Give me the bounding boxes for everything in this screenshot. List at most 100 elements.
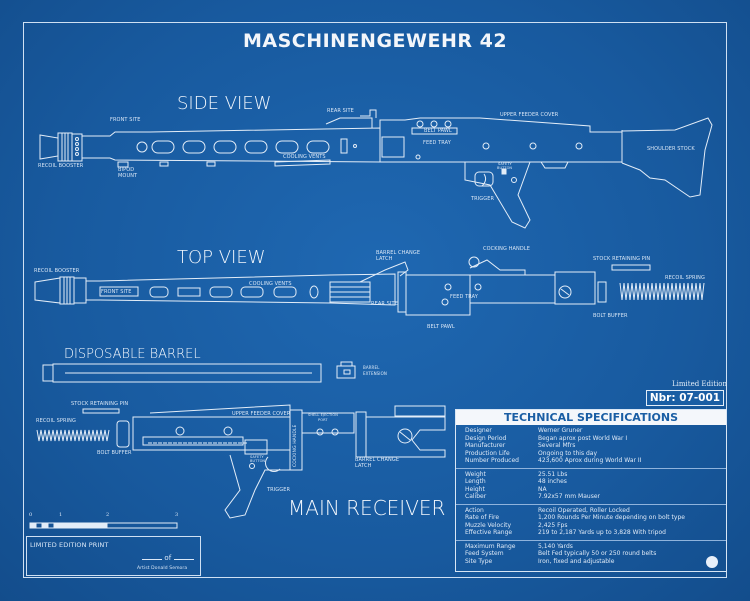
label-upper-feeder-cover-receiver: UPPER FEEDER COVER xyxy=(232,411,291,417)
spec-key: Feed System xyxy=(465,550,504,557)
label-rear-site-top: REAR SITE xyxy=(371,301,398,307)
spec-key: Manufacturer xyxy=(465,442,506,449)
label-safety-button: SAFETY xyxy=(498,162,512,166)
label-front-site-top: FRONT SITE xyxy=(101,289,132,295)
scale-tick: 1 xyxy=(59,512,63,518)
scale-tick: 2 xyxy=(106,512,110,518)
label-recoil-spring-receiver: RECOIL SPRING xyxy=(36,418,76,424)
label-bipod-mount-2: MOUNT xyxy=(118,173,138,179)
spec-key: Height xyxy=(465,485,485,493)
spec-row: Manufacturer Several Mfrs xyxy=(456,442,726,450)
spec-row: Feed System Belt Fed typically 50 or 250 … xyxy=(456,550,726,558)
label-trigger-receiver: TRIGGER xyxy=(267,487,291,493)
label-belt-pawl-top: BELT PAWL xyxy=(427,324,455,330)
spec-key: Maximum Range xyxy=(465,542,516,550)
spec-value: 1,200 Rounds Per Minute depending on bol… xyxy=(538,514,685,521)
label-cooling-vents: COOLING VENTS xyxy=(283,154,326,160)
publisher-logo-icon xyxy=(706,556,718,568)
page-title: MASCHINENGEWEHR 42 xyxy=(242,30,508,52)
top-view-heading: TOP VIEW xyxy=(177,247,266,268)
label-stock-retaining-pin-receiver: STOCK RETAINING PIN xyxy=(71,401,129,407)
artist-name: Artist Donald Semora xyxy=(137,566,188,571)
spec-row: Designer Werner Gruner xyxy=(456,427,726,435)
spec-value: 5,140 Yards xyxy=(538,542,573,550)
label-barrel-extension: BARREL xyxy=(363,365,380,370)
spec-key: Muzzle Velocity xyxy=(465,521,512,529)
spec-value: 48 inches xyxy=(538,478,567,485)
spec-value: Ongoing to this day xyxy=(538,449,598,457)
scale-tick: 3 xyxy=(175,512,179,518)
spec-key: Action xyxy=(465,506,484,514)
label-shoulder-stock: SHOULDER STOCK xyxy=(647,146,695,152)
spec-value: 2,425 Fps xyxy=(538,521,568,529)
label-feed-tray-top: FEED TRAY xyxy=(450,294,478,300)
spec-key: Production Life xyxy=(465,449,510,457)
of-text: of xyxy=(164,554,172,562)
spec-value: NA xyxy=(538,485,547,493)
spec-row: Production Life Ongoing to this day xyxy=(456,450,726,458)
edition-number: Nbr: 07-001 xyxy=(646,390,724,406)
side-view-drawing xyxy=(39,109,713,229)
label-barrel-change-latch-2: LATCH xyxy=(376,256,393,262)
label-cocking-handle: COCKING HANDLE xyxy=(483,246,530,252)
label-bolt-buffer: BOLT BUFFER xyxy=(593,313,628,319)
limited-edition-label: Limited Edition xyxy=(672,380,728,388)
label-barrel-change-latch-receiver: BARREL CHANGE xyxy=(355,457,400,463)
label-shell-ejection-port-2: PORT xyxy=(318,418,328,422)
label-safety-button-receiver: SAFETY xyxy=(250,455,264,459)
spec-key: Weight xyxy=(465,470,486,478)
disposable-barrel-drawing xyxy=(42,361,356,383)
spec-value: 7.92x57 mm Mauser xyxy=(538,493,600,500)
spec-key: Site Type xyxy=(465,557,493,565)
spec-value: Several Mfrs xyxy=(538,442,576,449)
spec-value: Began aprox post World War I xyxy=(538,434,628,442)
edition-count: of xyxy=(142,555,194,562)
limited-edition-print-box: LIMITED EDITION PRINT of Artist Donald S… xyxy=(26,536,201,576)
spec-row: Maximum Range 5,140 Yards xyxy=(456,543,726,551)
spec-row: Length 48 inches xyxy=(456,478,726,486)
label-safety-button-receiver-2: BUTTON xyxy=(250,459,266,463)
spec-key: Number Produced xyxy=(465,457,519,464)
main-receiver-drawing xyxy=(36,404,446,519)
spec-value: Werner Gruner xyxy=(538,427,583,434)
label-cocking-handle-receiver: COCKING HANDLE xyxy=(293,424,298,467)
spec-row: Rate of Fire 1,200 Rounds Per Minute depe… xyxy=(456,514,726,522)
receiver-heading: MAIN RECEIVER xyxy=(288,496,446,520)
technical-specifications-table: TECHNICAL SPECIFICATIONS Designer Werner … xyxy=(455,409,727,572)
label-feed-tray: FEED TRAY xyxy=(423,140,451,146)
spec-key: Effective Range xyxy=(465,529,513,536)
side-view-heading: SIDE VIEW xyxy=(177,93,272,114)
spec-row: Height NA xyxy=(456,486,726,494)
spec-row: Action Recoil Operated, Roller Locked xyxy=(456,507,726,515)
spec-key: Designer xyxy=(465,427,492,434)
barrel-heading: DISPOSABLE BARREL xyxy=(64,347,201,362)
spec-value: Recoil Operated, Roller Locked xyxy=(538,506,630,514)
top-view-drawing xyxy=(34,256,705,316)
label-front-site: FRONT SITE xyxy=(110,117,141,123)
label-cooling-vents-top: COOLING VENTS xyxy=(249,281,292,287)
spec-value: Belt Fed typically 50 or 250 round belts xyxy=(538,550,657,557)
label-barrel-change-latch: BARREL CHANGE xyxy=(376,250,421,256)
spec-key: Caliber xyxy=(465,493,487,500)
label-recoil-spring: RECOIL SPRING xyxy=(665,275,705,281)
label-barrel-change-latch-receiver-2: LATCH xyxy=(355,463,372,469)
spec-key: Rate of Fire xyxy=(465,514,500,521)
spec-value: 219 to 2,187 Yards up to 3,828 With trip… xyxy=(538,529,666,536)
spec-value: Iron, fixed and adjustable xyxy=(538,557,615,565)
label-rear-site: REAR SITE xyxy=(327,108,354,114)
spec-key: Design Period xyxy=(465,434,507,442)
specs-heading: TECHNICAL SPECIFICATIONS xyxy=(456,410,726,425)
label-trigger: TRIGGER xyxy=(471,196,495,202)
scale-tick: 0 xyxy=(29,512,33,518)
spec-row: Site Type Iron, fixed and adjustable xyxy=(456,558,726,566)
spec-row: Design Period Began aprox post World War … xyxy=(456,435,726,443)
spec-key: Length xyxy=(465,478,486,485)
label-shell-ejection-port: SHELL EJECTION xyxy=(308,413,338,417)
label-barrel-extension-2: EXTENSION xyxy=(363,371,387,376)
limited-print-heading: LIMITED EDITION PRINT xyxy=(30,541,109,549)
